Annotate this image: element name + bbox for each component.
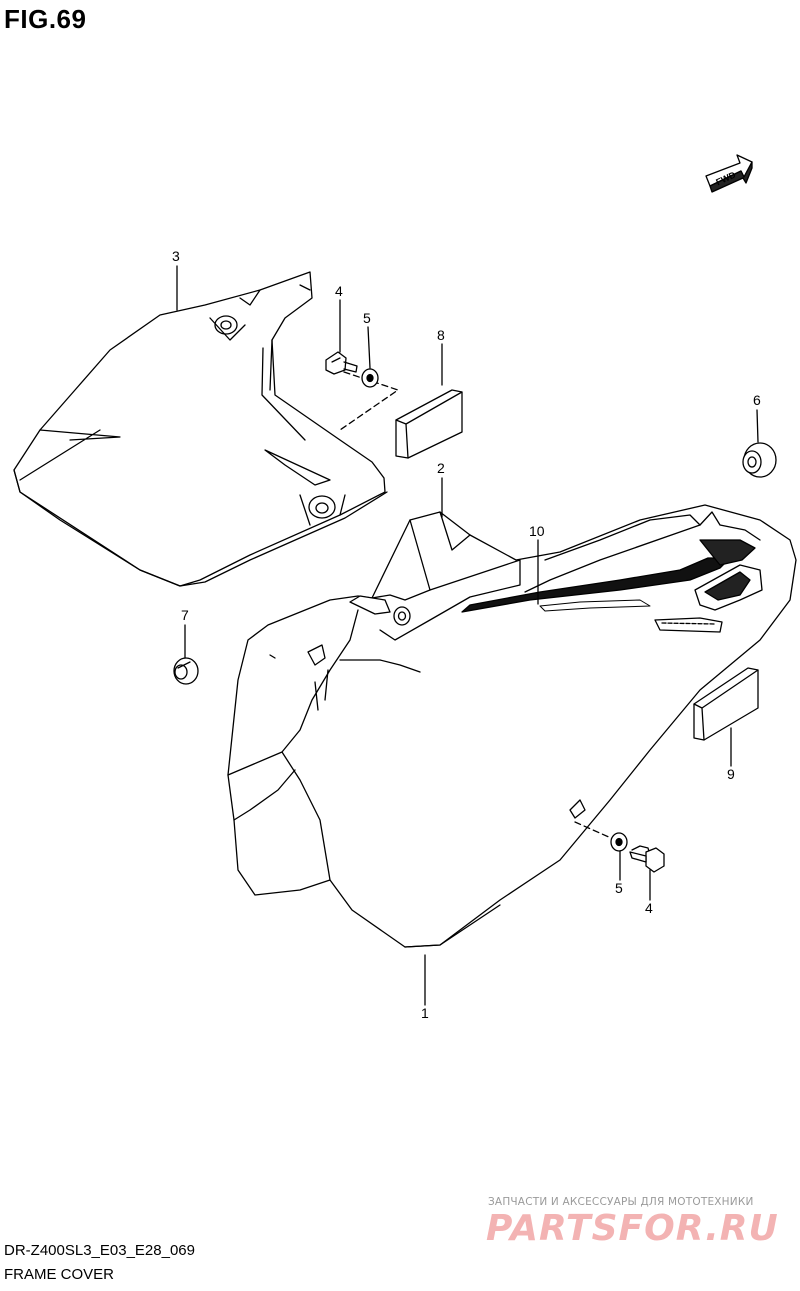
callout-4: 4 (335, 283, 343, 299)
callout-2: 2 (437, 460, 445, 476)
figure-title: FIG.69 (4, 4, 87, 34)
part-8-pad (395, 389, 463, 459)
callout-7: 7 (181, 607, 189, 623)
part-6-grommet (742, 442, 777, 478)
part-1-frame-cover-main (227, 504, 797, 948)
callout-8: 8 (437, 327, 445, 343)
callout-10: 10 (529, 523, 545, 539)
callout-1: 1 (421, 1005, 429, 1021)
part-7-grommet (173, 657, 199, 685)
part-3-inner-frame-cover (13, 271, 388, 587)
fwd-arrow-icon: FWD (705, 154, 753, 193)
model-code: DR-Z400SL3_E03_E28_069 (4, 1242, 195, 1259)
callout-5: 5 (363, 310, 371, 326)
callout-5-lower: 5 (615, 880, 623, 896)
part-4-bolt-lower (629, 845, 665, 873)
watermark-logo: PARTSFOR.RU (486, 1208, 779, 1249)
callout-labels: 1 2 3 4 5 6 7 8 9 10 5 4 (172, 248, 761, 1021)
callout-6: 6 (753, 392, 761, 408)
section-name: FRAME COVER (4, 1266, 115, 1283)
callout-4-lower: 4 (645, 900, 653, 916)
part-5-washer-lower (610, 832, 628, 852)
part-9-pad (693, 667, 759, 741)
watermark-tagline: ЗАПЧАСТИ И АКСЕССУАРЫ ДЛЯ МОТОТЕХНИКИ (488, 1196, 754, 1208)
part-5-washer-upper (361, 368, 379, 388)
callout-9: 9 (727, 766, 735, 782)
part-4-bolt-upper (325, 351, 358, 375)
callout-3: 3 (172, 248, 180, 264)
